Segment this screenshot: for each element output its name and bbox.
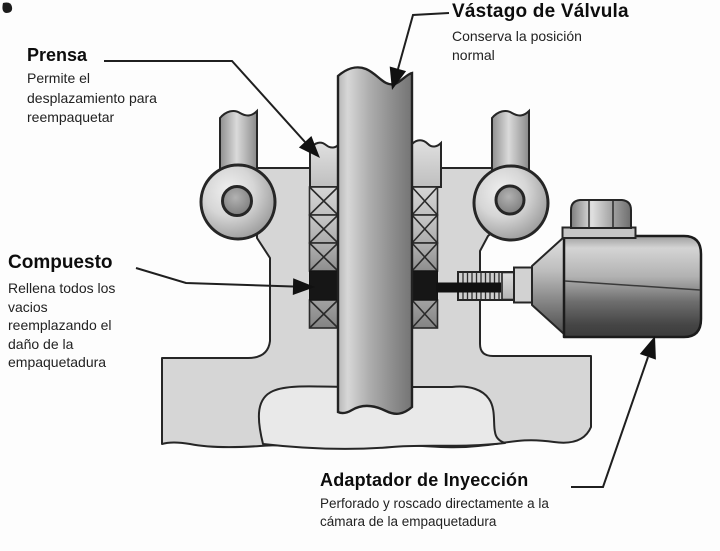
label-compound-desc-line: daño de la [8,335,74,352]
injection-adapter [457,199,703,339]
leader-compuesto [135,267,294,288]
label-gland: Prensa Permite el desplazamiento para re… [27,45,157,128]
packing-rings-left [308,186,339,329]
flange-inner-region [257,385,506,450]
arrowhead-vastago [389,66,407,90]
compound-passage [436,282,501,293]
adapter-collar [513,266,533,304]
eyebolt-right-hole [494,184,526,216]
leader-prensa [104,60,306,143]
packing-gland-right [411,139,442,188]
label-compound: Compuesto Rellena todos los vacios reemp… [8,252,115,372]
label-gland-desc-line: reempaquetar [27,109,115,125]
label-injection-adapter-title: Adaptador de Inyección [320,470,529,490]
label-compound-desc-line: empaquetadura [8,354,107,370]
label-gland-desc-line: desplazamiento para [27,89,157,106]
leader-vastago [397,12,450,70]
label-injection-adapter-desc-line: cámara de la empaquetadura [320,513,497,529]
label-injection-adapter-desc-line: Perforado y roscado directamente a la [320,496,549,511]
label-valve-stem-desc-line: Conserva la posición [452,28,582,44]
scan-artifact [2,2,13,13]
packing-rings-right [411,186,439,329]
hex-bolt-base [561,226,637,239]
adapter-body [562,234,703,339]
hex-bolt-head [570,199,632,229]
arrowhead-adaptador [639,336,656,360]
compound-fill-left [309,270,339,301]
leader-adaptador [571,356,649,488]
label-compound-desc-line: reemplazando el [8,317,112,333]
label-compound-desc-line: vacios [8,298,48,315]
adapter-body-facet-line [564,280,701,291]
eyebolt-left-hole [221,185,253,217]
leader-arrowheads [292,66,656,360]
adapter-cone [531,236,565,335]
label-valve-stem: Vástago de Válvula Conserva la posición … [452,1,629,65]
label-compound-title: Compuesto [8,252,113,273]
eyebolt-left [199,163,277,241]
leader-lines [104,12,649,488]
label-valve-stem-desc-line: normal [452,47,495,63]
label-gland-title: Prensa [27,45,88,65]
eyebolt-right [472,164,550,242]
arrowhead-prensa [298,136,320,158]
label-compound-desc-line: Rellena todos los [8,280,116,296]
compound-fill-right [411,270,438,301]
arrowhead-compuesto [292,278,315,295]
valve-stem [336,66,414,415]
label-injection-adapter: Adaptador de Inyección Perforado y rosca… [320,470,549,530]
label-valve-stem-title: Vástago de Válvula [452,1,629,22]
label-gland-desc-line: Permite el [27,70,91,86]
